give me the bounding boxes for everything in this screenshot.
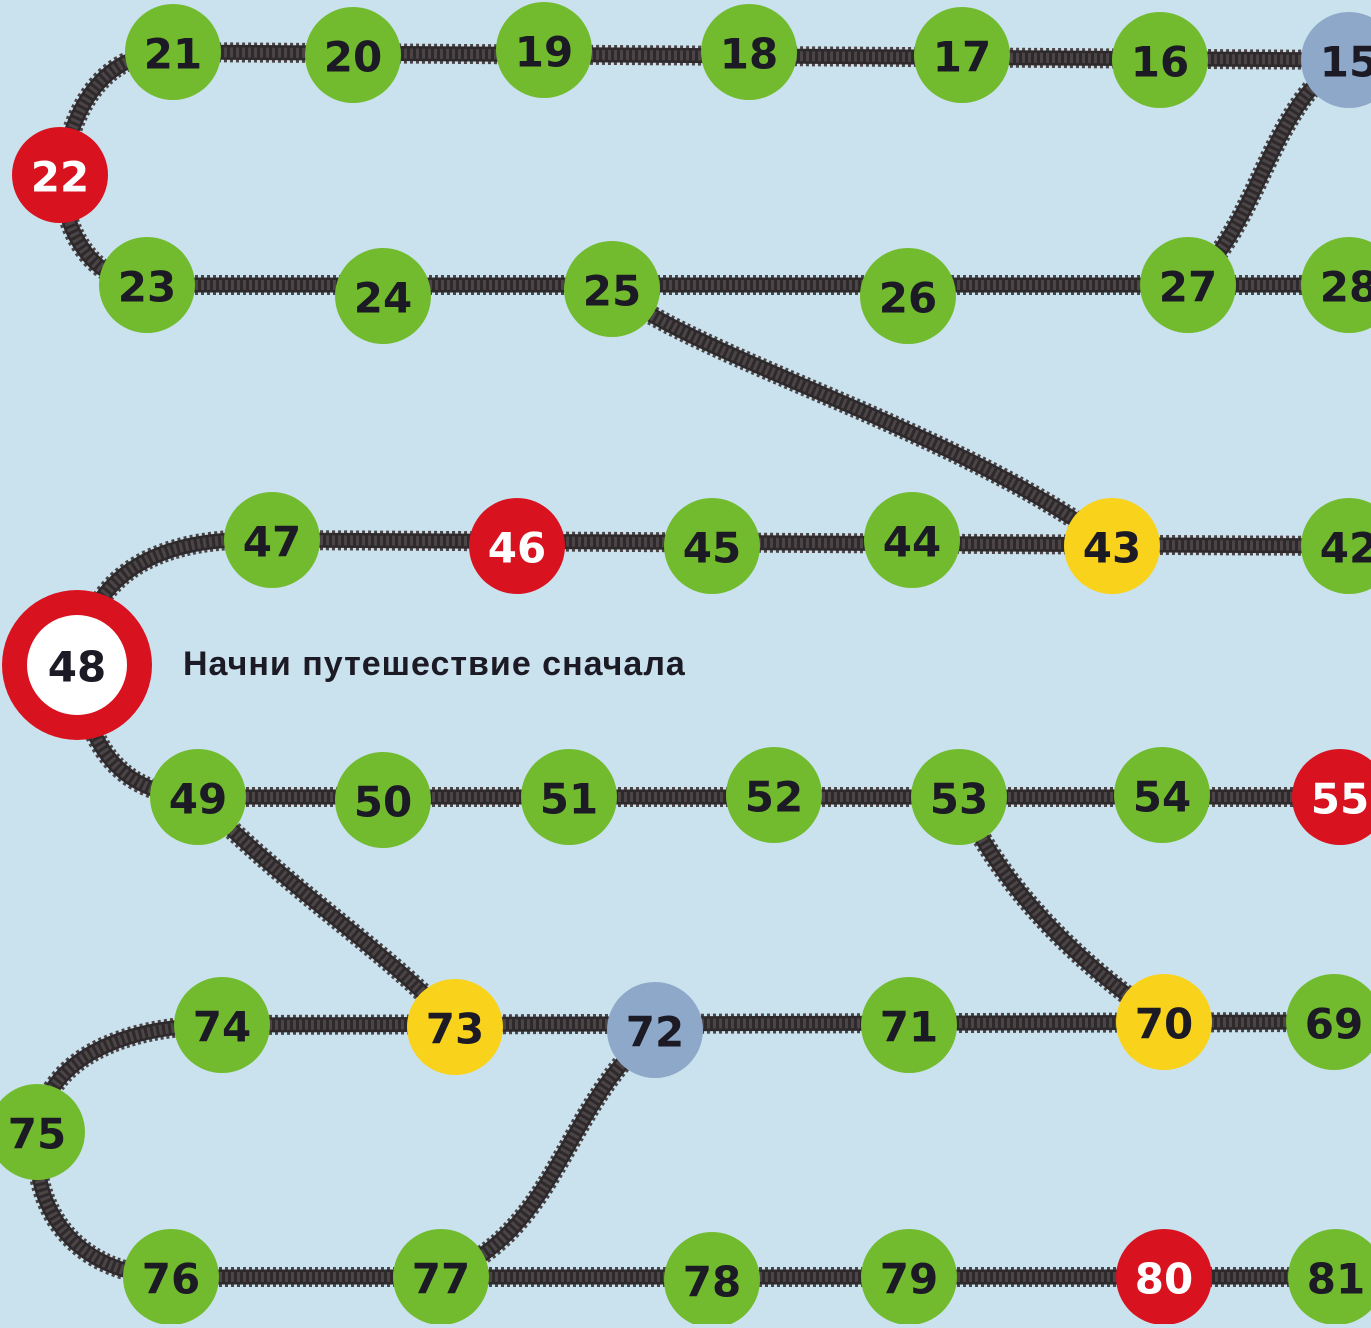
stop-50[interactable]: 50	[335, 752, 431, 848]
stop-number: 74	[193, 1003, 251, 1052]
stop-52[interactable]: 52	[726, 747, 822, 843]
stop-number: 48	[48, 643, 106, 692]
stop-number: 51	[540, 775, 598, 824]
stop-75[interactable]: 75	[0, 1084, 85, 1180]
stop-43[interactable]: 43	[1064, 498, 1160, 594]
stop-number: 55	[1311, 775, 1369, 824]
stop-number: 23	[118, 263, 176, 312]
stop-number: 70	[1135, 1000, 1193, 1049]
stop-22[interactable]: 22	[12, 127, 108, 223]
stop-54[interactable]: 54	[1114, 747, 1210, 843]
stop-49[interactable]: 49	[150, 749, 246, 845]
stop-51[interactable]: 51	[521, 749, 617, 845]
stop-78[interactable]: 78	[664, 1232, 760, 1324]
stop-number: 80	[1135, 1255, 1193, 1304]
stop-28[interactable]: 28	[1301, 237, 1371, 333]
stop-69[interactable]: 69	[1286, 974, 1371, 1070]
stop-number: 50	[354, 778, 412, 827]
stop-number: 43	[1083, 524, 1141, 573]
stop-number: 49	[169, 775, 227, 824]
stop-number: 42	[1320, 524, 1371, 573]
stop-number: 76	[142, 1255, 200, 1304]
stop-number: 17	[933, 33, 991, 82]
stop-74[interactable]: 74	[174, 977, 270, 1073]
stop-number: 27	[1159, 263, 1217, 312]
stop-21[interactable]: 21	[125, 4, 221, 100]
stop-53[interactable]: 53	[911, 749, 1007, 845]
stop-48[interactable]: 48	[2, 590, 152, 740]
stop-81[interactable]: 81	[1288, 1229, 1371, 1324]
stop-number: 20	[324, 33, 382, 82]
stop-number: 54	[1133, 773, 1191, 822]
stop-number: 75	[8, 1110, 66, 1159]
stop-44[interactable]: 44	[864, 492, 960, 588]
stop-number: 25	[583, 267, 641, 316]
stop-number: 24	[354, 274, 412, 323]
stop-number: 47	[243, 518, 301, 567]
stop-number: 79	[880, 1255, 938, 1304]
stop-55[interactable]: 55	[1292, 749, 1371, 845]
stop-number: 21	[144, 30, 202, 79]
stop-79[interactable]: 79	[861, 1229, 957, 1324]
stop-number: 15	[1320, 38, 1371, 87]
stop-76[interactable]: 76	[123, 1229, 219, 1324]
stop-number: 45	[683, 524, 741, 573]
stop-number: 78	[683, 1258, 741, 1307]
stop-72[interactable]: 72	[607, 982, 703, 1078]
stop-80[interactable]: 80	[1116, 1229, 1212, 1324]
restart-caption: Начни путешествие сначала	[183, 645, 686, 683]
stop-number: 19	[515, 28, 573, 77]
stop-77[interactable]: 77	[393, 1229, 489, 1324]
stop-70[interactable]: 70	[1116, 974, 1212, 1070]
stop-number: 72	[626, 1008, 684, 1057]
stop-number: 81	[1307, 1255, 1365, 1304]
stop-26[interactable]: 26	[860, 248, 956, 344]
stop-45[interactable]: 45	[664, 498, 760, 594]
stop-number: 69	[1305, 1000, 1363, 1049]
stop-27[interactable]: 27	[1140, 237, 1236, 333]
stop-number: 71	[880, 1003, 938, 1052]
stop-46[interactable]: 46	[469, 498, 565, 594]
track-rails	[272, 540, 1349, 546]
stop-20[interactable]: 20	[305, 7, 401, 103]
stop-number: 73	[426, 1005, 484, 1054]
stop-number: 28	[1320, 263, 1371, 312]
stop-71[interactable]: 71	[861, 977, 957, 1073]
stop-42[interactable]: 42	[1301, 498, 1371, 594]
stop-25[interactable]: 25	[564, 241, 660, 337]
stop-24[interactable]: 24	[335, 248, 431, 344]
stop-17[interactable]: 17	[914, 7, 1010, 103]
main-track-segment	[272, 540, 1349, 546]
stop-number: 16	[1131, 38, 1189, 87]
stop-number: 22	[31, 153, 89, 202]
stop-19[interactable]: 19	[496, 2, 592, 98]
stop-73[interactable]: 73	[407, 979, 503, 1075]
stop-number: 44	[883, 518, 941, 567]
stop-number: 52	[745, 773, 803, 822]
stop-23[interactable]: 23	[99, 237, 195, 333]
stop-number: 46	[488, 524, 546, 573]
stop-number: 53	[930, 775, 988, 824]
stop-number: 26	[879, 274, 937, 323]
stop-18[interactable]: 18	[701, 4, 797, 100]
stop-number: 77	[412, 1255, 470, 1304]
stop-number: 18	[720, 30, 778, 79]
stop-47[interactable]: 47	[224, 492, 320, 588]
stop-16[interactable]: 16	[1112, 12, 1208, 108]
